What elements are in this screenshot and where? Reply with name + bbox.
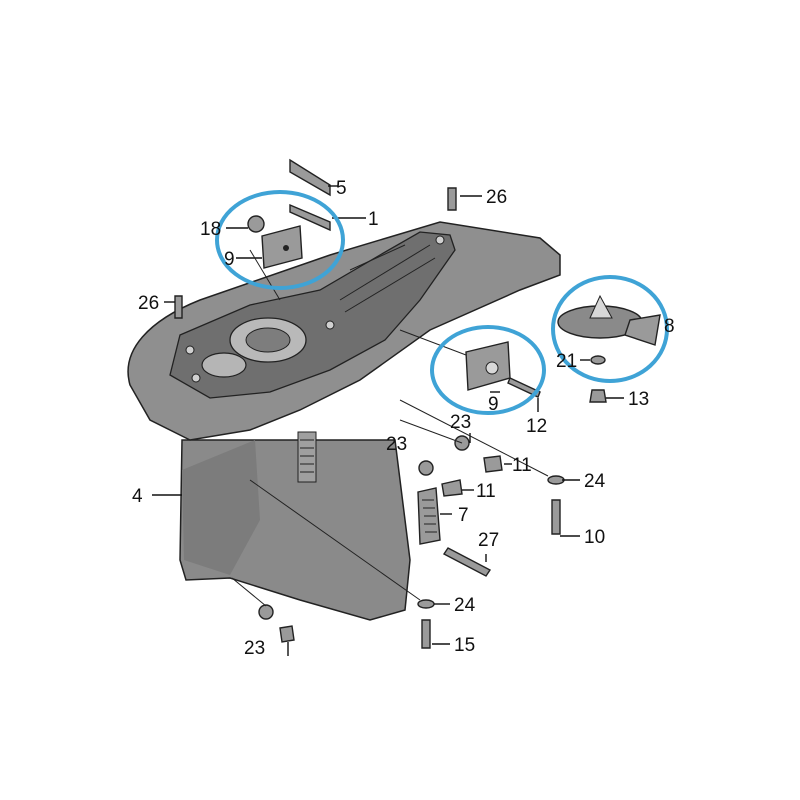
gear-case-housing bbox=[127, 221, 561, 621]
part-23-nut-middle bbox=[418, 460, 434, 476]
label-5: 5 bbox=[336, 178, 347, 199]
part-9-anode-upper bbox=[261, 225, 303, 269]
label-21: 21 bbox=[556, 351, 577, 372]
part-23-nut-lower bbox=[258, 604, 274, 620]
label-18: 18 bbox=[200, 219, 221, 240]
top-rib-2 bbox=[344, 257, 436, 313]
highlight-circle-trim-tab bbox=[551, 275, 669, 383]
part-8-trim-tab-cone bbox=[589, 294, 613, 319]
water-intake-grid bbox=[297, 431, 317, 483]
water-pump-opening-inner bbox=[245, 327, 291, 353]
label-26-upper: 26 bbox=[486, 187, 507, 208]
label-24-lower: 24 bbox=[454, 595, 476, 616]
mount-bolt-hole-2 bbox=[191, 373, 201, 383]
mount-bolt-hole-3 bbox=[325, 320, 335, 330]
label-12: 12 bbox=[526, 416, 547, 437]
part-11-screw-lower bbox=[441, 479, 463, 497]
part-15-bolt bbox=[421, 619, 431, 649]
part-26-pin-upper bbox=[447, 187, 457, 211]
part-13-bolt bbox=[589, 389, 607, 403]
highlight-circle-top-anode bbox=[215, 190, 345, 290]
part-9-anode-lower-hole bbox=[485, 361, 499, 375]
part-24-washer-upper bbox=[547, 475, 565, 485]
label-7: 7 bbox=[458, 505, 469, 526]
housing-lower-shading bbox=[182, 440, 260, 575]
top-rib-1 bbox=[339, 244, 431, 301]
water-intake-slots bbox=[300, 439, 314, 473]
part-21-washer bbox=[590, 355, 606, 365]
label-9-upper: 9 bbox=[224, 249, 235, 270]
label-23-middle: 23 bbox=[386, 434, 407, 455]
part-7-water-screen-slots bbox=[422, 499, 437, 533]
part-8-trim-tab-fin bbox=[624, 314, 661, 346]
part-5-rubber-strip bbox=[289, 158, 331, 197]
label-11-lower: 11 bbox=[476, 481, 496, 502]
part-18-nut bbox=[247, 215, 265, 233]
part-10-bolt bbox=[551, 499, 561, 535]
label-9-lower: 9 bbox=[488, 394, 499, 415]
mount-bolt-hole-1 bbox=[185, 345, 195, 355]
label-26-left: 26 bbox=[138, 293, 159, 314]
label-4: 4 bbox=[132, 486, 143, 507]
label-24-upper: 24 bbox=[584, 471, 606, 492]
label-10: 10 bbox=[584, 527, 605, 548]
part-12-bolt bbox=[507, 377, 541, 398]
part-9-anode-upper-hole bbox=[283, 245, 289, 251]
mount-bolt-hole-4 bbox=[435, 235, 445, 245]
part-26-pin-left bbox=[174, 295, 183, 319]
label-11-upper: 11 bbox=[512, 455, 532, 476]
label-23-upper: 23 bbox=[450, 412, 471, 433]
label-1: 1 bbox=[368, 209, 379, 230]
label-23-lower: 23 bbox=[244, 638, 265, 659]
label-13: 13 bbox=[628, 389, 649, 410]
part-27-bolt bbox=[442, 547, 492, 577]
part-11-screw-upper bbox=[483, 455, 503, 473]
top-rib-3 bbox=[349, 244, 406, 271]
part-24-washer-lower bbox=[417, 599, 435, 609]
highlight-circle-side-anode bbox=[430, 325, 546, 415]
part-screw-bottom bbox=[279, 625, 295, 643]
shift-rod-opening bbox=[201, 352, 247, 378]
label-15: 15 bbox=[454, 635, 475, 656]
part-1-plate bbox=[289, 203, 331, 232]
label-8: 8 bbox=[664, 316, 675, 337]
part-labels: 5 1 18 9 26 26 8 21 13 9 12 23 23 11 11 … bbox=[132, 178, 675, 659]
label-27: 27 bbox=[478, 530, 499, 551]
